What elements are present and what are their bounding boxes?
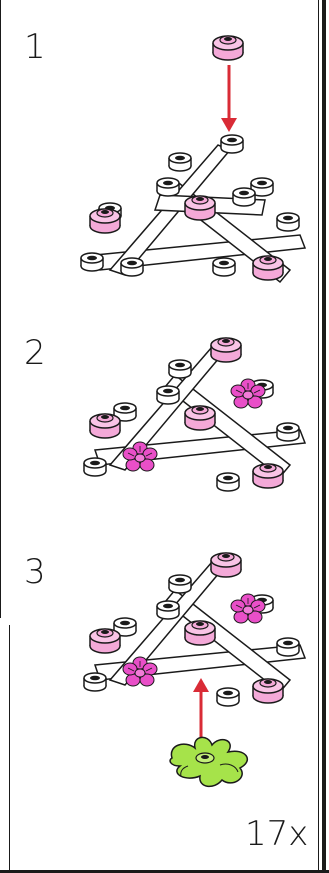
left-border-lower: [9, 625, 10, 873]
bottom-border: [0, 870, 329, 873]
white-star-frame-icon: [83, 337, 307, 492]
pink-round-plate-icon: [212, 35, 244, 61]
white-star-frame-icon: [83, 552, 307, 707]
step-number: 1: [24, 27, 46, 67]
green-leaf-plate-icon: [169, 736, 249, 788]
left-border: [0, 0, 1, 618]
right-border-inner: [318, 0, 319, 873]
white-star-frame-icon: [80, 134, 307, 284]
step-number: 2: [24, 333, 46, 373]
step-3-illustration: [83, 552, 307, 788]
quantity-label: 17x: [245, 814, 309, 854]
red-arrow-icon: [221, 65, 237, 132]
right-border: [322, 0, 326, 873]
step-2-illustration: [83, 337, 307, 492]
step-1-illustration: [80, 35, 307, 284]
step-number: 3: [24, 552, 46, 592]
